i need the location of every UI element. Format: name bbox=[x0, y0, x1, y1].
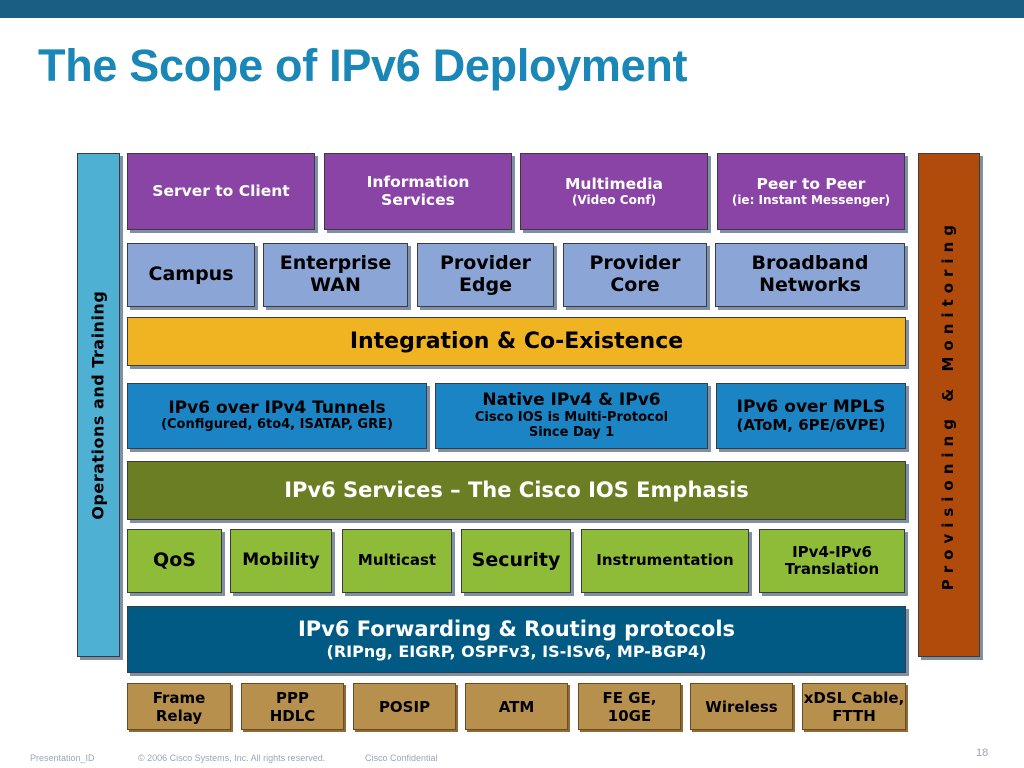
services-title: IPv6 Services – The Cisco IOS Emphasis bbox=[284, 478, 749, 503]
transition-label: IPv6 over IPv4 Tunnels bbox=[168, 397, 386, 418]
network-provider-core: Provider Core bbox=[563, 243, 707, 307]
forwarding-bar: IPv6 Forwarding & Routing protocols (RIP… bbox=[127, 606, 906, 673]
app-label: Peer to Peer bbox=[756, 174, 866, 193]
service-security: Security bbox=[461, 529, 571, 593]
footer-copyright: © 2006 Cisco Systems, Inc. All rights re… bbox=[138, 753, 326, 763]
link-label: FE GE, 10GE bbox=[602, 688, 657, 725]
integration-bar: Integration & Co-Existence bbox=[127, 317, 906, 366]
network-enterprise-wan: Enterprise WAN bbox=[263, 243, 408, 307]
transition-native: Native IPv4 & IPv6 Cisco IOS is Multi-Pr… bbox=[435, 383, 708, 449]
link-atm: ATM bbox=[465, 683, 568, 730]
service-label: Multicast bbox=[357, 551, 437, 570]
link-label: Wireless bbox=[705, 697, 778, 716]
network-provider-edge: Provider Edge bbox=[417, 243, 554, 307]
network-label: Provider Edge bbox=[439, 252, 532, 296]
operations-training-bar: Operations and Training bbox=[77, 153, 120, 657]
app-sublabel: (ie: Instant Messenger) bbox=[731, 192, 891, 207]
network-label: Provider Core bbox=[589, 252, 681, 296]
link-label: xDSL Cable, FTTH bbox=[803, 688, 905, 725]
footer-presentation-id: Presentation_ID bbox=[30, 753, 95, 763]
network-label: Campus bbox=[148, 263, 234, 286]
provisioning-monitoring-bar: Provisioning & Monitoring bbox=[918, 153, 980, 657]
app-multimedia: Multimedia (Video Conf) bbox=[520, 153, 708, 230]
service-multicast: Multicast bbox=[342, 529, 452, 593]
link-fe-ge: FE GE, 10GE bbox=[578, 683, 681, 730]
link-posip: POSIP bbox=[353, 683, 456, 730]
link-wireless: Wireless bbox=[690, 683, 793, 730]
network-broadband: Broadband Networks bbox=[715, 243, 905, 307]
app-information-services: Information Services bbox=[324, 153, 512, 230]
app-label: Multimedia bbox=[564, 174, 664, 193]
transition-label: Native IPv4 & IPv6 bbox=[482, 390, 661, 411]
link-xdsl: xDSL Cable, FTTH bbox=[802, 683, 906, 730]
service-label: IPv4-IPv6 Translation bbox=[784, 542, 880, 578]
network-label: Enterprise WAN bbox=[279, 252, 392, 296]
app-sublabel: (Video Conf) bbox=[571, 192, 657, 207]
app-label: Information Services bbox=[366, 172, 470, 209]
app-peer-to-peer: Peer to Peer (ie: Instant Messenger) bbox=[717, 153, 905, 230]
network-campus: Campus bbox=[127, 243, 255, 307]
service-mobility: Mobility bbox=[230, 529, 332, 593]
forwarding-sublabel: (RIPng, EIGRP, OSPFv3, IS-ISv6, MP-BGP4) bbox=[326, 642, 707, 662]
network-label: Broadband Networks bbox=[751, 252, 869, 296]
service-instrumentation: Instrumentation bbox=[581, 529, 749, 593]
app-label: Server to Client bbox=[152, 181, 290, 200]
service-label: Mobility bbox=[242, 550, 320, 571]
transition-label: IPv6 over MPLS bbox=[736, 396, 886, 417]
transition-tunnels: IPv6 over IPv4 Tunnels (Configured, 6to4… bbox=[127, 383, 427, 449]
page-number: 18 bbox=[976, 747, 989, 759]
operations-training-label: Operations and Training bbox=[88, 290, 108, 520]
link-ppp-hdlc: PPP HDLC bbox=[241, 683, 344, 730]
slide-title: The Scope of IPv6 Deployment bbox=[38, 40, 688, 91]
service-translation: IPv4-IPv6 Translation bbox=[759, 529, 905, 593]
provisioning-monitoring-label: Provisioning & Monitoring bbox=[939, 219, 958, 591]
service-label: QoS bbox=[153, 549, 196, 572]
footer-confidential: Cisco Confidential bbox=[365, 753, 438, 763]
link-label: POSIP bbox=[378, 697, 431, 716]
transition-mpls: IPv6 over MPLS (AToM, 6PE/6VPE) bbox=[716, 383, 906, 449]
service-label: Instrumentation bbox=[596, 551, 734, 570]
link-label: PPP HDLC bbox=[269, 688, 316, 725]
integration-label: Integration & Co-Existence bbox=[349, 328, 684, 354]
link-frame-relay: Frame Relay bbox=[127, 683, 231, 730]
transition-sublabel: (AToM, 6PE/6VPE) bbox=[736, 416, 886, 435]
transition-sublabel: (Configured, 6to4, ISATAP, GRE) bbox=[161, 417, 393, 433]
top-bar bbox=[0, 0, 1024, 18]
app-server-to-client: Server to Client bbox=[127, 153, 315, 230]
forwarding-title: IPv6 Forwarding & Routing protocols bbox=[297, 617, 736, 642]
link-label: Frame Relay bbox=[152, 688, 206, 725]
services-bar: IPv6 Services – The Cisco IOS Emphasis bbox=[127, 461, 906, 520]
service-qos: QoS bbox=[127, 529, 222, 593]
transition-sublabel: Cisco IOS is Multi-Protocol Since Day 1 bbox=[474, 409, 669, 440]
link-label: ATM bbox=[498, 697, 535, 716]
service-label: Security bbox=[471, 549, 561, 572]
